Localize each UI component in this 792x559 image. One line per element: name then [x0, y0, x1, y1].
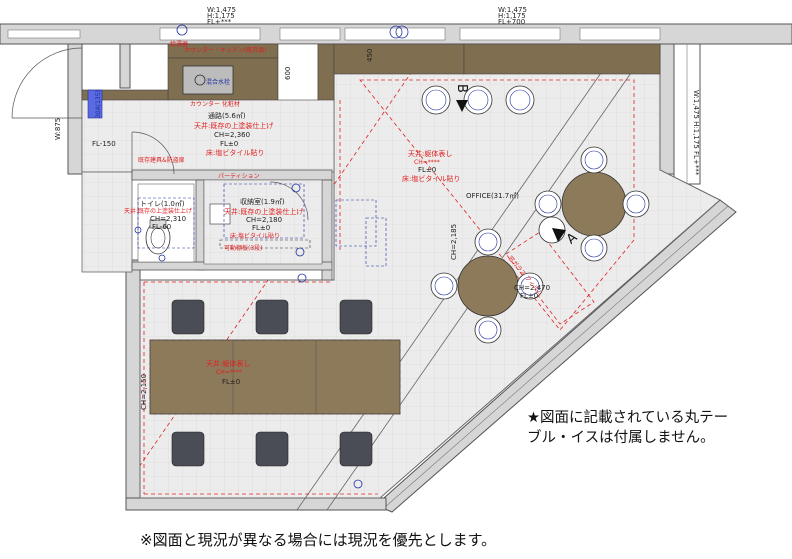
svg-text:FL-60: FL-60 [152, 223, 171, 231]
svg-text:CH=2,150: CH=2,150 [140, 374, 148, 410]
svg-text:B: B [454, 84, 469, 93]
svg-text:H:1,175: H:1,175 [207, 12, 235, 20]
round-tables [457, 171, 627, 317]
kitchen-counter [81, 43, 661, 101]
svg-text:天井:既存の上塗装仕上げ: 天井:既存の上塗装仕上げ [124, 207, 192, 215]
svg-text:FL±0: FL±0 [418, 166, 436, 174]
desk-chairs [171, 299, 373, 467]
svg-text:CH=2,470: CH=2,470 [514, 284, 550, 292]
svg-text:床:塩ビタイル貼り: 床:塩ビタイル貼り [206, 148, 264, 157]
door-width-label: W:875 [54, 118, 62, 140]
priority-note: ※図面と現況が異なる場合には現況を優先とします。 [140, 531, 497, 549]
window-label: W:1,475 H:1,175 FL+*** [692, 90, 700, 176]
exterior-walls [0, 23, 792, 513]
svg-text:トイレ(1.0㎡): トイレ(1.0㎡) [140, 200, 185, 208]
utility-symbols [134, 24, 409, 489]
overhead-outlines [137, 183, 387, 267]
svg-text:天井:既存の上塗装仕上げ: 天井:既存の上塗装仕上げ [224, 207, 303, 216]
svg-text:天井:躯体表し: 天井:躯体表し [408, 149, 452, 158]
storage-door-label: 既存建具&防盗扉 [138, 156, 185, 164]
partition-label: パーティション [218, 173, 260, 180]
svg-text:FL±0: FL±0 [252, 224, 270, 232]
svg-text:H:1,175: H:1,175 [498, 12, 526, 20]
corridor-labels: 通路(5.6㎡) 天井:既存の上塗装仕上げ CH=2,360 FL±0 床:塩ビ… [194, 111, 273, 157]
office-labels: OFFICE(31.7㎡) 天井:躯体表し CH=**** FL±0 床:塩ビタ… [140, 149, 550, 410]
svg-text:FL+700: FL+700 [498, 18, 525, 26]
floor-plan: B A W:1,475 H:1,175 FL+*** W:1,475 H:1,1… [0, 6, 792, 513]
kitchen-heater-label: 給湯器 [170, 40, 188, 48]
svg-text:FL±0: FL±0 [222, 378, 240, 386]
breaker-code: 30A(135) [95, 90, 102, 118]
svg-text:CH=****: CH=**** [414, 159, 440, 166]
wall-dim: 450 [366, 49, 374, 62]
svg-text:通路(5.6㎡): 通路(5.6㎡) [208, 111, 246, 120]
kitchen-counter-label: カウンター・キッチン(既存品) [184, 46, 267, 54]
chair-inner-rings [425, 89, 646, 340]
svg-text:CH=****: CH=**** [216, 369, 242, 376]
svg-text:CH=2,180: CH=2,180 [246, 216, 282, 224]
svg-text:天井:既存の上塗装仕上げ: 天井:既存の上塗装仕上げ [194, 121, 273, 130]
svg-text:W:1,475: W:1,475 [207, 6, 236, 14]
svg-text:床:塩ビタイル貼り: 床:塩ビタイル貼り [230, 232, 280, 240]
door-swings [11, 47, 309, 221]
svg-text:CH=2,360: CH=2,360 [214, 131, 250, 139]
svg-text:FL+***: FL+*** [207, 18, 232, 26]
svg-text:FL±0: FL±0 [520, 292, 538, 300]
svg-text:W:1,475: W:1,475 [498, 6, 527, 14]
closet-labels: 収納室(1.9㎡) 天井:既存の上塗装仕上げ CH=2,180 FL±0 床:塩… [224, 197, 303, 252]
counter-depth-dim: 600 [284, 67, 292, 80]
svg-text:天井:躯体表し: 天井:躯体表し [206, 359, 250, 368]
floor-level-left: FL-150 [92, 140, 116, 148]
toilet-labels: トイレ(1.0㎡) 天井:既存の上塗装仕上げ CH=2,310 FL-60 [124, 200, 192, 231]
switch-panel [87, 89, 103, 119]
svg-text:収納室(1.9㎡): 収納室(1.9㎡) [240, 197, 285, 206]
svg-text:CH=2,185: CH=2,185 [450, 224, 458, 260]
closet-shelves [209, 203, 311, 249]
sink-label: 混合水栓 [206, 78, 230, 86]
svg-text:OFFICE(31.7㎡): OFFICE(31.7㎡) [466, 192, 519, 200]
top-label-right: W:1,475 H:1,175 FL+700 [498, 6, 527, 26]
svg-text:可動棚板(3段): 可動棚板(3段) [224, 244, 263, 252]
counter-finish-label: カウンター 化粧材 [190, 100, 240, 108]
svg-text:CH=2,310: CH=2,310 [150, 215, 186, 223]
section-marker-b: B [454, 84, 469, 112]
top-label-left: W:1,475 H:1,175 FL+*** [207, 6, 236, 26]
work-desk [149, 339, 401, 415]
svg-text:床:塩ビタイル貼り: 床:塩ビタイル貼り [402, 174, 460, 183]
furniture-note: ★図面に記載されている丸テー ブル・イスは付属しません。 [527, 410, 729, 446]
svg-text:FL±0: FL±0 [220, 140, 238, 148]
